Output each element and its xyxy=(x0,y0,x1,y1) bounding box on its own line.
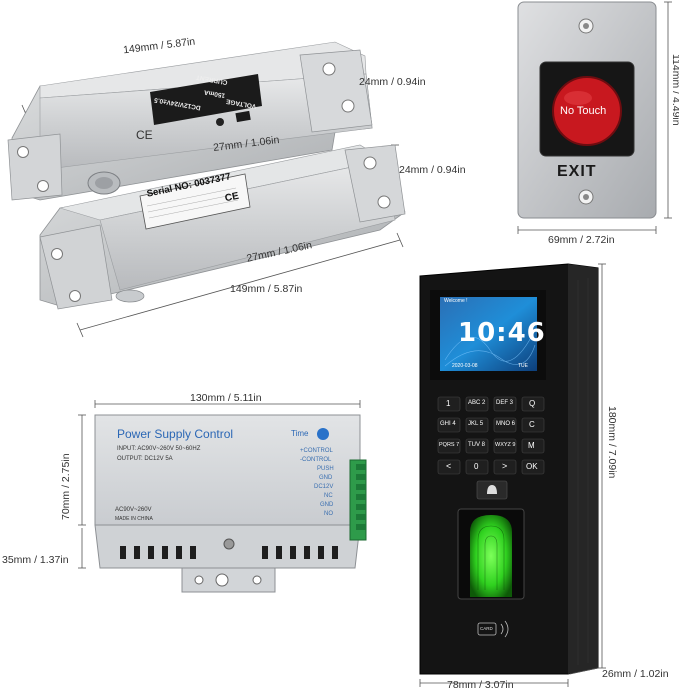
lock-height-top-label: 24mm / 0.94in xyxy=(359,76,426,88)
terminal-width-label: 78mm / 3.07in xyxy=(447,679,514,691)
button-height-label: 114mm / 4.49in xyxy=(670,54,679,126)
exit-dimension-lines xyxy=(517,1,672,234)
key-q[interactable]: Q xyxy=(529,399,536,408)
psu-input-line: INPUT: AC90V~260V 50~60HZ xyxy=(117,446,201,452)
psu-terminal-4: DC12V xyxy=(314,484,334,490)
key-4[interactable]: GHI 4 xyxy=(440,421,456,427)
psu-ac-label: AC90V~260V xyxy=(115,507,152,513)
lock-height-bottom-label: 24mm / 0.94in xyxy=(399,164,466,176)
key-8[interactable]: TUV 8 xyxy=(468,442,486,448)
psu-terminal-6: GND xyxy=(320,502,334,508)
card-label: CARD xyxy=(480,626,493,631)
lock-length-bottom-label: 149mm / 5.87in xyxy=(230,283,303,295)
key-7[interactable]: PQRS 7 xyxy=(439,442,460,448)
key-9[interactable]: WXYZ 9 xyxy=(495,442,516,448)
lock-body-upper xyxy=(7,41,373,201)
no-touch-label: No Touch xyxy=(560,105,607,117)
key-3[interactable]: DEF 3 xyxy=(496,400,514,406)
doorbell-icon[interactable] xyxy=(477,481,507,499)
key-c[interactable]: C xyxy=(529,420,535,429)
key-1[interactable]: 1 xyxy=(446,399,451,408)
psu-output-line: OUTPUT: DC12V 5A xyxy=(117,456,173,462)
psu-terminal-1: -CONTROL xyxy=(300,457,332,463)
terminal-body xyxy=(419,263,599,675)
terminal-clock: 10:46 xyxy=(458,318,546,348)
psu-terminal-2: PUSH xyxy=(317,466,334,472)
psu-height-label: 70mm / 2.75in xyxy=(60,453,72,520)
psu-box xyxy=(94,414,367,593)
terminal-welcome: Welcome ! xyxy=(444,298,468,304)
terminal-depth-label: 26mm / 1.02in xyxy=(602,668,669,680)
key-2[interactable]: ABC 2 xyxy=(468,400,486,406)
psu-time-label: Time xyxy=(291,429,309,438)
psu-dimension-lines xyxy=(78,400,361,569)
button-width-label: 69mm / 2.72in xyxy=(548,234,615,246)
psu-depth-label: 35mm / 1.37in xyxy=(2,554,69,566)
psu-terminal-7: NO xyxy=(324,511,333,517)
psu-width-label: 130mm / 5.11in xyxy=(190,392,262,404)
terminal-height-label: 180mm / 7.09in xyxy=(606,406,618,479)
key-6[interactable]: MNO 6 xyxy=(496,421,516,427)
key-0[interactable]: 0 xyxy=(474,462,479,471)
psu-terminal-0: +CONTROL xyxy=(300,448,333,454)
key-right[interactable]: > xyxy=(502,461,508,471)
terminal-date: 2020-03-08 xyxy=(452,363,478,369)
key-m[interactable]: M xyxy=(528,441,535,450)
terminal-day: TUE xyxy=(518,363,528,369)
exit-button-plate xyxy=(517,1,657,219)
keypad-keys xyxy=(437,396,545,475)
terminal-dimension-lines xyxy=(419,263,606,687)
psu-made-in: MADE IN CHINA xyxy=(115,516,153,522)
psu-title: Power Supply Control xyxy=(117,427,234,441)
psu-terminal-3: GND xyxy=(319,475,333,481)
key-left[interactable]: < xyxy=(446,461,452,471)
key-ok[interactable]: OK xyxy=(526,462,538,471)
psu-vents xyxy=(120,546,338,559)
key-5[interactable]: JKL 5 xyxy=(468,421,484,427)
lock-body-lower xyxy=(39,144,406,310)
lock-ce-mark-top: CE xyxy=(136,128,153,142)
exit-label: EXIT xyxy=(557,163,597,180)
psu-terminal-5: NC xyxy=(324,493,333,499)
